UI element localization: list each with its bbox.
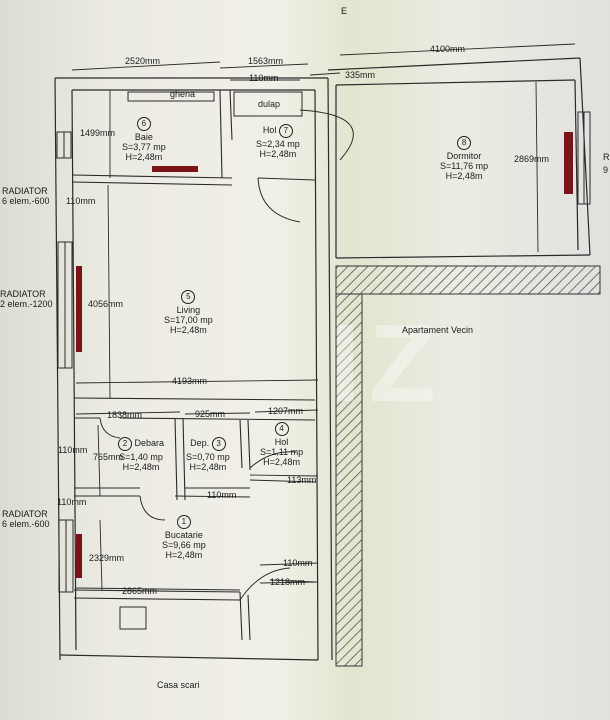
radiator-title: RADIATOR bbox=[2, 509, 48, 519]
edge-digit: 9 bbox=[603, 165, 609, 175]
interior-walls bbox=[71, 89, 316, 641]
room-height: H=2,48m bbox=[170, 325, 207, 335]
room-area: S=0,70 mp bbox=[186, 452, 230, 462]
dim-110-mid: 110mm bbox=[58, 445, 88, 455]
dim-1207: 1207mm bbox=[268, 406, 304, 416]
edge-letter: R bbox=[603, 152, 610, 162]
room-height: H=2,48m bbox=[263, 457, 300, 467]
dim-113: 113mm bbox=[287, 475, 317, 485]
room-number: 7 bbox=[278, 124, 293, 138]
room-height: H=2,48m bbox=[259, 149, 297, 159]
radiator-spec: 2 elem.-1200 bbox=[0, 299, 53, 309]
dim-110-bottom: 110mm bbox=[283, 558, 313, 568]
room-debara: 2 Debara S=1,40 mp H=2,48m bbox=[118, 437, 164, 472]
radiator-title: RADIATOR bbox=[2, 186, 48, 196]
room-height: H=2,48m bbox=[445, 171, 483, 181]
room-dormitor: 8 Dormitor S=11,76 mp H=2,48m bbox=[440, 136, 488, 181]
dim-4056: 4056mm bbox=[88, 299, 124, 309]
dim-2869: 2869mm bbox=[514, 154, 550, 164]
room-number: 6 bbox=[136, 117, 151, 131]
room-number: 2 bbox=[118, 437, 132, 451]
dim-2329: 2329mm bbox=[89, 553, 125, 563]
fixtures bbox=[119, 91, 303, 630]
room-name: Hol bbox=[262, 125, 277, 135]
room-area: S=3,77 mp bbox=[122, 142, 166, 152]
radiator-note-3: RADIATOR 6 elem.-600 bbox=[2, 509, 50, 529]
room-name: Dep. bbox=[190, 438, 210, 448]
neighbor-wall-hatch bbox=[335, 265, 601, 667]
room-area: S=2,34 mp bbox=[256, 139, 300, 149]
room-number: 4 bbox=[274, 422, 289, 436]
radiator-title: RADIATOR bbox=[0, 289, 46, 299]
room-bucatarie: 1 Bucatarie S=9,66 mp H=2,48m bbox=[162, 515, 206, 560]
room-number: 3 bbox=[211, 437, 226, 451]
room-living: 5 Living S=17,00 mp H=2,48m bbox=[164, 290, 213, 335]
ghena-label: ghena bbox=[170, 89, 196, 99]
room-area: S=11,76 mp bbox=[440, 161, 489, 171]
radiator-baie bbox=[152, 166, 198, 172]
dim-1838: 1838mm bbox=[107, 410, 143, 420]
dim-110-lower: 110mm bbox=[57, 497, 87, 507]
dim-110-left: 110mm bbox=[66, 196, 96, 206]
door-swings bbox=[99, 109, 354, 601]
room-number: 5 bbox=[181, 290, 196, 304]
radiator-bucatarie bbox=[76, 534, 82, 578]
room-name: Debara bbox=[134, 438, 165, 448]
room-name: Dormitor bbox=[446, 151, 482, 161]
radiator-note-2: RADIATOR 2 elem.-1200 bbox=[0, 289, 53, 309]
dim-1218: 1218mm bbox=[270, 577, 306, 587]
radiator-spec: 6 elem.-600 bbox=[2, 196, 50, 206]
room-number: 1 bbox=[176, 515, 191, 529]
room-name: Baie bbox=[134, 132, 153, 142]
radiator-note-1: RADIATOR 6 elem.-600 bbox=[2, 186, 50, 206]
room-area: S=1,40 mp bbox=[119, 452, 163, 462]
radiator-living bbox=[76, 266, 82, 352]
room-height: H=2,48m bbox=[165, 550, 203, 560]
dim-110-dep: 110mm bbox=[207, 490, 237, 500]
room-height: H=2,48m bbox=[189, 462, 227, 472]
neighbor-label: Apartament Vecin bbox=[402, 325, 474, 335]
room-area: S=1,11 mp bbox=[260, 447, 304, 457]
dim-2865: 2865mm bbox=[122, 586, 158, 596]
dim-4193: 4193mm bbox=[172, 376, 208, 386]
room-area: S=9,66 mp bbox=[162, 540, 206, 550]
dulap-label: dulap bbox=[258, 99, 281, 109]
dim-925: 925mm bbox=[195, 409, 226, 419]
room-hol-lower: 4 Hol S=1,11 mp H=2,48m bbox=[260, 422, 303, 467]
room-height: H=2,48m bbox=[125, 152, 163, 162]
compass-label: E bbox=[341, 6, 348, 16]
room-area: S=17,00 mp bbox=[164, 315, 213, 325]
room-hol-upper: Hol 7 S=2,34 mp H=2,48m bbox=[256, 124, 300, 159]
dim-4100: 4100mm bbox=[430, 44, 466, 54]
dim-1499: 1499mm bbox=[80, 128, 116, 138]
dimension-lines bbox=[71, 43, 576, 591]
radiator-dormitor bbox=[564, 132, 573, 194]
windows bbox=[56, 111, 591, 593]
radiator-spec: 6 elem.-600 bbox=[2, 519, 50, 529]
radiators bbox=[76, 132, 573, 578]
stairwell-label: Casa scari bbox=[157, 680, 200, 690]
dim-765: 765mm bbox=[93, 452, 124, 462]
room-height: H=2,48m bbox=[122, 462, 160, 472]
room-name: Living bbox=[176, 305, 201, 315]
room-name: Bucatarie bbox=[164, 530, 203, 540]
room-dep: Dep. 3 S=0,70 mp H=2,48m bbox=[186, 437, 230, 472]
dim-1563: 1563mm bbox=[248, 56, 284, 66]
watermark: IZ bbox=[330, 302, 444, 425]
dim-2520: 2520mm bbox=[125, 56, 161, 66]
room-name: Hol bbox=[274, 437, 289, 447]
room-number: 8 bbox=[457, 136, 472, 150]
dim-110-top: 110mm bbox=[249, 73, 279, 83]
room-baie: 6 Baie S=3,77 mp H=2,48m bbox=[122, 117, 166, 162]
dim-335: 335mm bbox=[345, 70, 376, 80]
